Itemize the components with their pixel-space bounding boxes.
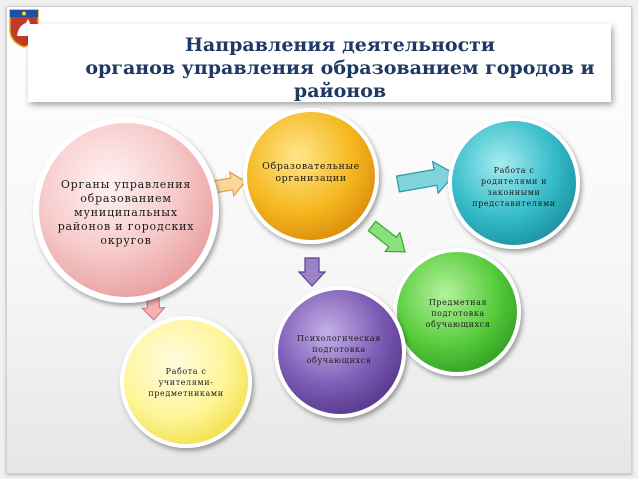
slide-title-line-3: районов	[293, 80, 387, 102]
node-edu-orgs-label: Образовательные организации	[262, 161, 360, 184]
node-parents-label: Работа с родителями и законными представ…	[472, 166, 556, 208]
arrow-organizations-to-parents	[395, 160, 457, 195]
slide-title-line-1: Направления деятельности	[184, 34, 496, 56]
node-subject-training-label: Предметная подготовка обучающихся	[425, 298, 491, 329]
node-teachers-label: Работа с учителями-предметниками	[148, 367, 224, 398]
arrow-authorities-to-organizations	[212, 170, 247, 198]
node-parents-circle	[448, 117, 580, 249]
slide-title: Направления деятельности органов управле…	[80, 34, 600, 103]
node-authorities-circle	[33, 117, 219, 303]
node-subject-training-circle	[393, 248, 521, 376]
node-psych-training-label: Психологическая подготовка обучающихся	[297, 334, 381, 365]
arrow-organizations-to-subject-training	[367, 220, 406, 253]
title-box	[28, 24, 611, 102]
slide-title-line-2: органов управления образованием городов …	[85, 57, 595, 79]
node-psych-training-circle	[274, 286, 406, 418]
node-edu-orgs-circle	[243, 108, 379, 244]
node-authorities-label: Органы управления образованием муниципал…	[57, 178, 195, 247]
arrow-organizations-to-psych-training	[297, 257, 327, 287]
node-teachers-circle	[120, 316, 252, 448]
